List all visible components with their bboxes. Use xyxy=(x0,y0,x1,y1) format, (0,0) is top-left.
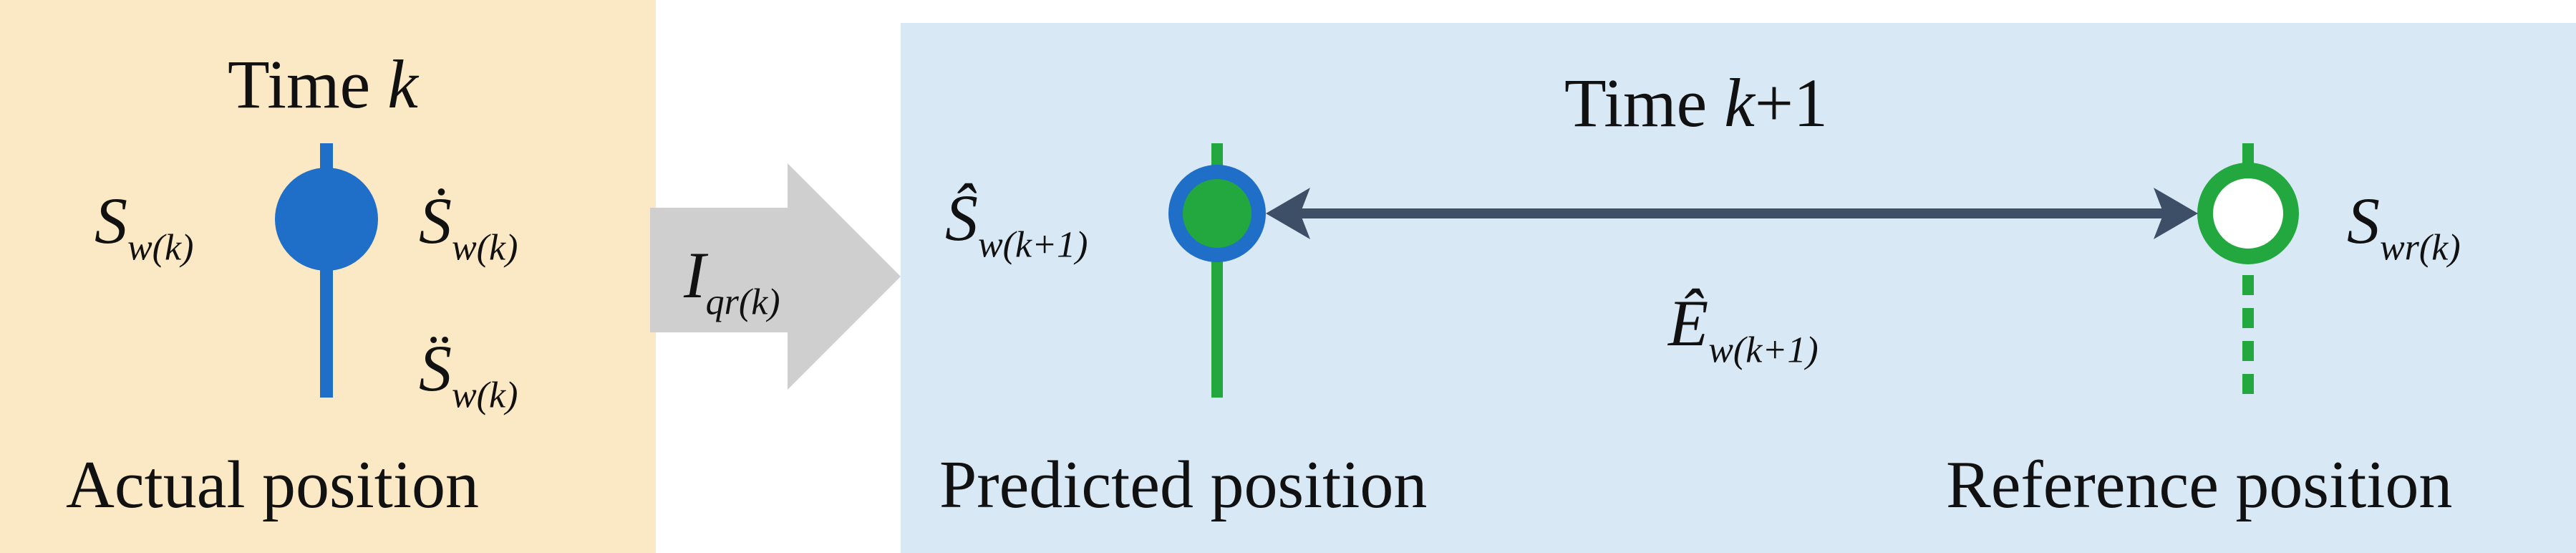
predicted-position-caption: Predicted position xyxy=(939,448,1428,522)
predicted-position-dot xyxy=(1168,165,1266,262)
actual-position-dot xyxy=(275,168,378,271)
symbol-actual-velocity: Ṡw(k) xyxy=(419,184,518,269)
right-panel xyxy=(901,23,2576,553)
reference-position-caption: Reference position xyxy=(1946,448,2453,522)
left-panel-title: Time k xyxy=(228,46,418,122)
symbol-reference-position: Swr(k) xyxy=(2347,184,2461,269)
symbol-predicted-position: Ŝw(k+1) xyxy=(945,181,1088,266)
symbol-prediction-error: Êw(k+1) xyxy=(1668,287,1819,371)
transition-arrow-label: Iqr(k) xyxy=(684,239,780,323)
symbol-actual-acceleration: S̈w(k) xyxy=(419,332,518,416)
symbol-actual-position: Sw(k) xyxy=(95,184,194,269)
error-arrowhead-left xyxy=(1266,188,1310,239)
error-arrowhead-right xyxy=(2154,188,2198,239)
actual-position-caption: Actual position xyxy=(66,448,479,522)
transition-arrow xyxy=(650,163,901,390)
reference-position-dot xyxy=(2197,163,2299,264)
right-panel-title: Time k+1 xyxy=(1564,64,1828,141)
